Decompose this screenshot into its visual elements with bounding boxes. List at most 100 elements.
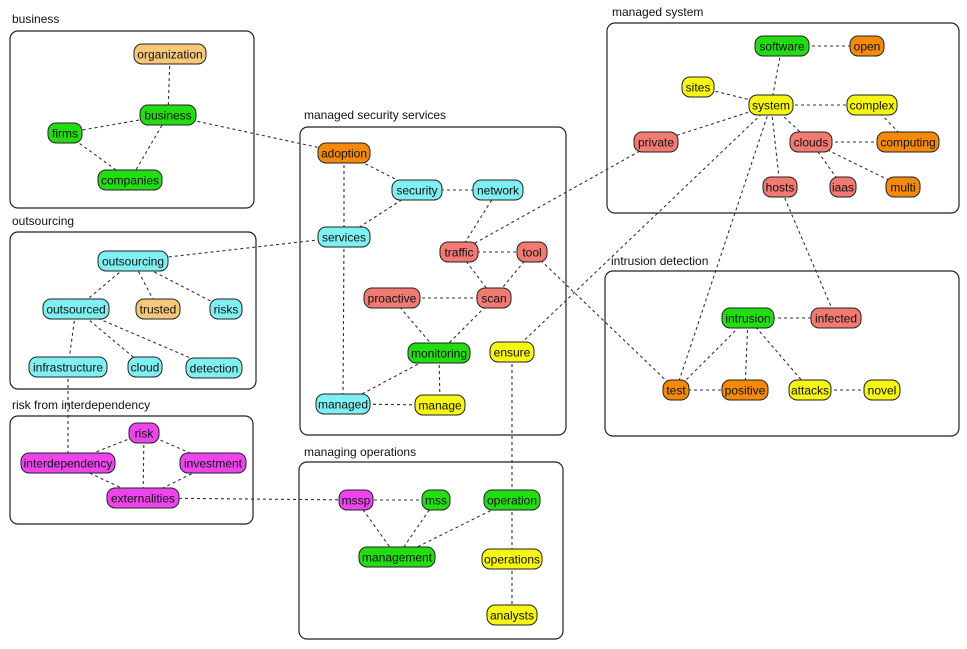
- node-security: security: [391, 179, 443, 201]
- node-shape-analysts: [486, 604, 538, 626]
- node-shape-clouds: [789, 131, 833, 153]
- node-complex: complex: [846, 94, 898, 116]
- node-shape-proactive: [363, 287, 421, 309]
- node-shape-scan: [476, 287, 512, 309]
- node-traffic: traffic: [439, 241, 479, 263]
- node-label-scan: scan: [481, 292, 506, 306]
- node-shape-management: [358, 546, 436, 568]
- node-label-risk: risk: [135, 427, 155, 441]
- node-externalities: externalities: [106, 487, 180, 509]
- node-label-hosts: hosts: [766, 181, 795, 195]
- node-services: services: [317, 226, 371, 248]
- node-label-infected: infected: [815, 312, 857, 326]
- node-firms: firms: [47, 122, 83, 144]
- edge-services-managed: [342, 236, 345, 405]
- group-box-business: [9, 30, 255, 209]
- group-box-risk: [9, 415, 254, 525]
- node-label-complex: complex: [850, 99, 895, 113]
- node-label-mssp: mssp: [342, 494, 371, 508]
- node-label-open: open: [854, 40, 881, 54]
- node-label-trusted: trusted: [140, 303, 177, 317]
- node-label-monitoring: monitoring: [411, 347, 467, 361]
- group-title-business: business: [12, 12, 59, 26]
- node-shape-operations: [481, 548, 543, 570]
- node-label-manage: manage: [418, 399, 462, 413]
- group-title-mss: managed security services: [304, 108, 446, 122]
- edge-business-companies: [129, 114, 169, 181]
- node-novel: novel: [863, 379, 901, 401]
- node-hosts: hosts: [762, 176, 798, 198]
- node-label-ensure: ensure: [494, 346, 531, 360]
- node-label-multi: multi: [890, 181, 915, 195]
- node-manage: manage: [414, 394, 466, 416]
- node-operation: operation: [483, 489, 541, 511]
- node-organization: organization: [133, 43, 207, 65]
- node-shape-private: [633, 131, 679, 153]
- node-mss: mss: [421, 489, 451, 511]
- node-infected: infected: [810, 307, 862, 329]
- node-scan: scan: [476, 287, 512, 309]
- node-label-companies: companies: [101, 174, 159, 188]
- node-managed: managed: [315, 393, 371, 415]
- node-analysts: analysts: [486, 604, 538, 626]
- node-label-outsourcing: outsourcing: [102, 255, 164, 269]
- node-outsourcing: outsourcing: [97, 250, 169, 272]
- node-test: test: [662, 379, 690, 401]
- node-label-novel: novel: [868, 384, 897, 398]
- node-label-detection: detection: [190, 362, 239, 376]
- node-investment: investment: [179, 452, 247, 474]
- node-tool: tool: [516, 241, 548, 263]
- node-label-system: system: [752, 99, 790, 113]
- node-shape-test: [662, 379, 690, 401]
- node-shape-attacks: [788, 379, 832, 401]
- node-private: private: [633, 131, 679, 153]
- node-outsourced: outsourced: [42, 298, 110, 320]
- node-label-private: private: [638, 136, 674, 150]
- node-label-iaas: iaas: [832, 181, 854, 195]
- edge-intrusion-test: [675, 317, 749, 391]
- node-label-intrusion: intrusion: [725, 312, 770, 326]
- node-shape-trusted: [135, 298, 181, 320]
- node-sites: sites: [681, 76, 715, 98]
- node-infrastructure: infrastructure: [28, 356, 108, 378]
- node-adoption: adoption: [317, 142, 371, 164]
- group-title-intrusion: intrusion detection: [611, 254, 708, 268]
- edge-system-hosts: [770, 104, 781, 188]
- group-title-risk: risk from interdependency: [12, 398, 150, 412]
- node-label-management: management: [362, 551, 433, 565]
- group-box-managedsys: [606, 22, 960, 214]
- node-shape-manage: [414, 394, 466, 416]
- node-shape-network: [472, 179, 524, 201]
- node-detection: detection: [185, 357, 243, 379]
- node-label-firms: firms: [52, 127, 78, 141]
- node-label-outsourced: outsourced: [46, 303, 105, 317]
- node-clouds: clouds: [789, 131, 833, 153]
- edge-outsourcing-services: [132, 236, 345, 262]
- node-risks: risks: [209, 298, 243, 320]
- node-label-services: services: [322, 231, 366, 245]
- edge-risk-externalities: [142, 432, 145, 499]
- node-shape-multi: [885, 176, 921, 198]
- group-title-outsourcing: outsourcing: [12, 214, 74, 228]
- node-shape-software: [754, 35, 810, 57]
- node-shape-adoption: [317, 142, 371, 164]
- node-iaas: iaas: [829, 176, 857, 198]
- node-shape-risks: [209, 298, 243, 320]
- node-shape-positive: [721, 379, 769, 401]
- node-shape-monitoring: [407, 342, 471, 364]
- node-label-analysts: analysts: [490, 609, 534, 623]
- node-shape-sites: [681, 76, 715, 98]
- node-shape-managed: [315, 393, 371, 415]
- node-label-tool: tool: [522, 246, 541, 260]
- node-shape-risk: [128, 422, 160, 444]
- group-title-managedsys: managed system: [612, 5, 703, 19]
- edge-intrusion-attacks: [747, 317, 811, 391]
- node-label-organization: organization: [137, 48, 202, 62]
- node-shape-detection: [185, 357, 243, 379]
- node-shape-outsourcing: [97, 250, 169, 272]
- node-shape-security: [391, 179, 443, 201]
- group-title-operations: managing operations: [304, 445, 416, 459]
- node-label-security: security: [396, 184, 437, 198]
- node-shape-companies: [97, 169, 163, 191]
- node-multi: multi: [885, 176, 921, 198]
